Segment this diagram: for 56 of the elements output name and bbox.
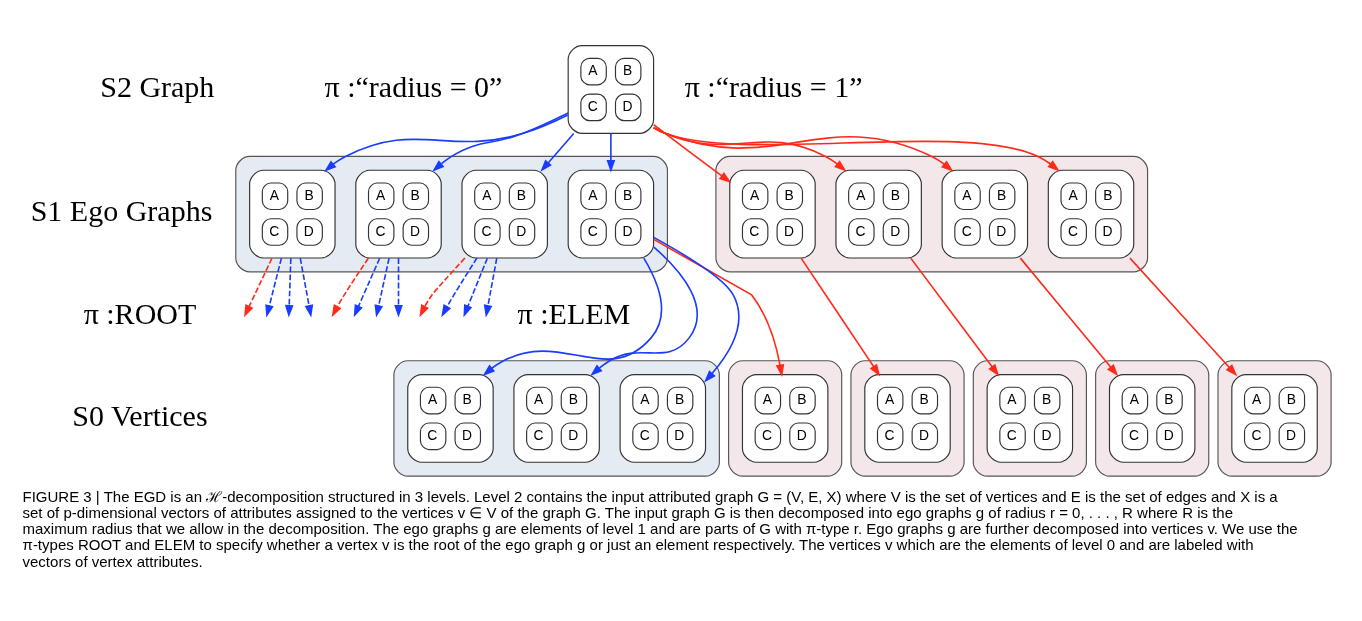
arrow <box>331 257 370 318</box>
cluster <box>1217 360 1332 477</box>
node-box: A B C D <box>941 169 1029 259</box>
arrow <box>652 126 954 172</box>
label: S1 Ego Graphs <box>30 194 213 228</box>
arrow <box>432 112 569 172</box>
node-box: A B C D <box>461 169 548 259</box>
node-box: A B C D <box>729 169 816 259</box>
label: S2 Graph <box>100 69 215 103</box>
arrow <box>1129 257 1238 377</box>
node-box: A B C D <box>864 374 951 463</box>
arrow <box>374 257 390 318</box>
cluster <box>393 360 720 477</box>
caption: FIGURE 3 | The EGD is an ℋ-decomposition structured in 3 levels. Level 2 contains the input attributed graph G = (V, E, X) where V is the set of vertices and E is the set of edges and X is a set of p-dimensional vectors of attributes assigned to the vertices v ∈ V of the graph G. The input graph G is then decomposed into ego graphs g of radius r = 0, . . . , R where R is the maximum radius that we allow in the decomposition. The ego graphs g are elements of level 1 and are parts of G with π-type r. Ego graphs g are further decomposed into vertices v. We use the π-types ROOT and ELEM to specify whether a vertex v is the root of the ego graph g or just an element respectively. The vertices v which are the elements of level 0 and are labeled with vectors of vertex attributes. <box>22 487 1298 570</box>
node-box: A B C D <box>619 374 707 463</box>
arrow <box>299 257 314 318</box>
arrow <box>652 236 740 383</box>
arrow <box>652 127 1060 172</box>
arrow <box>419 257 466 318</box>
arrow <box>244 257 273 318</box>
arrow <box>265 257 283 318</box>
node-box: A B C D <box>567 45 655 134</box>
arrow <box>483 257 498 318</box>
label: π :ELEM <box>517 296 631 330</box>
arrow <box>463 257 489 318</box>
label: S0 Vertices <box>72 398 208 432</box>
arrow <box>284 257 294 318</box>
label: π :ROOT <box>83 296 197 330</box>
arrow <box>353 257 381 318</box>
arrow <box>652 126 847 172</box>
node-box: A B C D <box>986 374 1074 463</box>
arrow <box>909 257 1000 377</box>
label: π :“radius = 0” <box>324 69 503 103</box>
arrow <box>590 246 699 376</box>
node-box: A B C D <box>355 169 442 259</box>
arrow <box>606 132 616 173</box>
cluster <box>235 155 668 273</box>
arrow <box>394 257 403 318</box>
node-box: A B C D <box>407 374 494 463</box>
node-box: A B C D <box>835 169 922 259</box>
arrow <box>441 257 478 318</box>
node-box: A B C D <box>249 169 336 259</box>
node-box: A B C D <box>741 374 829 463</box>
arrow <box>1019 257 1119 377</box>
arrow <box>800 257 881 377</box>
arrow <box>482 257 663 376</box>
arrow <box>652 238 785 377</box>
node-box: A B C D <box>567 169 655 259</box>
arrow <box>652 123 732 183</box>
arrow <box>540 132 575 172</box>
node-box: A B C D <box>1108 374 1196 463</box>
node-box: A B C D <box>513 374 600 463</box>
node-box: A B C D <box>1047 169 1135 259</box>
label: π :“radius = 1” <box>684 69 863 103</box>
arrow <box>324 114 569 172</box>
node-box: A B C D <box>1231 374 1318 463</box>
